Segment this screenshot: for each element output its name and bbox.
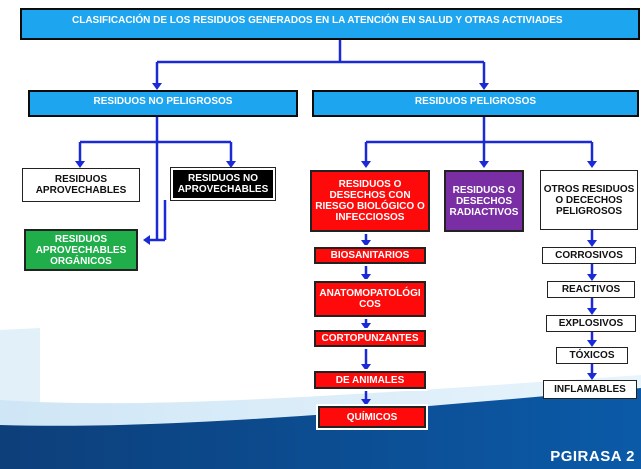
bio-item-biosanitarios: BIOSANITARIOS bbox=[312, 245, 428, 266]
otros-peligrosos-box: OTROS RESIDUOS O DECECHOS PELIGROSOS bbox=[540, 170, 638, 230]
bio-item-quimicos: QUÍMICOS bbox=[316, 404, 428, 430]
bio-item-de-animales: DE ANIMALES bbox=[312, 369, 428, 391]
residuos-peligrosos-header: RESIDUOS PELIGROSOS bbox=[312, 90, 639, 117]
peligrosos-label: RESIDUOS PELIGROSOS bbox=[414, 96, 537, 107]
bio-item-label: DE ANIMALES bbox=[335, 374, 405, 386]
otros-item-label: INFLAMABLES bbox=[554, 384, 626, 395]
riesgo-biologico-label: RESIDUOS O DESECHOS CON RIESGO BIOLÓGICO… bbox=[315, 179, 425, 223]
organicos-label: RESIDUOS APROVECHABLES ORGÁNICOS bbox=[35, 233, 127, 267]
radiactivos-box: RESIDUOS O DESECHOS RADIACTIVOS bbox=[442, 168, 526, 234]
residuos-aprovechables-box: RESIDUOS APROVECHABLES bbox=[22, 168, 140, 202]
no-peligrosos-label: RESIDUOS NO PELIGROSOS bbox=[93, 96, 233, 107]
bio-item-label: QUÍMICOS bbox=[346, 411, 398, 423]
otros-item-explosivos: EXPLOSIVOS bbox=[546, 315, 636, 332]
otros-item-reactivos: REACTIVOS bbox=[547, 281, 635, 298]
otros-item-label: CORROSIVOS bbox=[555, 250, 623, 261]
bio-item-label: CORTOPUNZANTES bbox=[321, 333, 419, 344]
otros-item-label: REACTIVOS bbox=[561, 284, 621, 295]
bio-item-label: ANATOMOPATOLÓGICOS bbox=[319, 288, 421, 310]
bio-item-anatomopatologicos: ANATOMOPATOLÓGICOS bbox=[312, 279, 428, 319]
otros-item-toxicos: TÓXICOS bbox=[556, 347, 628, 364]
otros-item-corrosivos: CORROSIVOS bbox=[542, 247, 636, 264]
radiactivos-label: RESIDUOS O DESECHOS RADIACTIVOS bbox=[449, 184, 519, 218]
aprovechables-label: RESIDUOS APROVECHABLES bbox=[35, 174, 127, 196]
diagram-title: CLASIFICACIÓN DE LOS RESIDUOS GENERADOS … bbox=[20, 8, 640, 40]
otros-peligrosos-label: OTROS RESIDUOS O DECECHOS PELIGROSOS bbox=[543, 183, 635, 217]
residuos-no-aprovechables-box: RESIDUOS NO APROVECHABLES bbox=[170, 167, 276, 201]
bio-item-label: BIOSANITARIOS bbox=[330, 250, 410, 261]
diagram-title-text: CLASIFICACIÓN DE LOS RESIDUOS GENERADOS … bbox=[72, 15, 563, 26]
otros-item-inflamables: INFLAMABLES bbox=[543, 380, 637, 399]
riesgo-biologico-box: RESIDUOS O DESECHOS CON RIESGO BIOLÓGICO… bbox=[308, 168, 432, 234]
residuos-organicos-box: RESIDUOS APROVECHABLES ORGÁNICOS bbox=[22, 227, 140, 273]
bio-item-cortopunzantes: CORTOPUNZANTES bbox=[312, 328, 428, 349]
no-aprovechables-label: RESIDUOS NO APROVECHABLES bbox=[177, 173, 269, 195]
otros-item-label: TÓXICOS bbox=[569, 350, 615, 361]
otros-item-label: EXPLOSIVOS bbox=[558, 318, 624, 329]
footer-brand: PGIRASA 2 bbox=[550, 448, 635, 465]
residuos-no-peligrosos-header: RESIDUOS NO PELIGROSOS bbox=[28, 90, 298, 117]
